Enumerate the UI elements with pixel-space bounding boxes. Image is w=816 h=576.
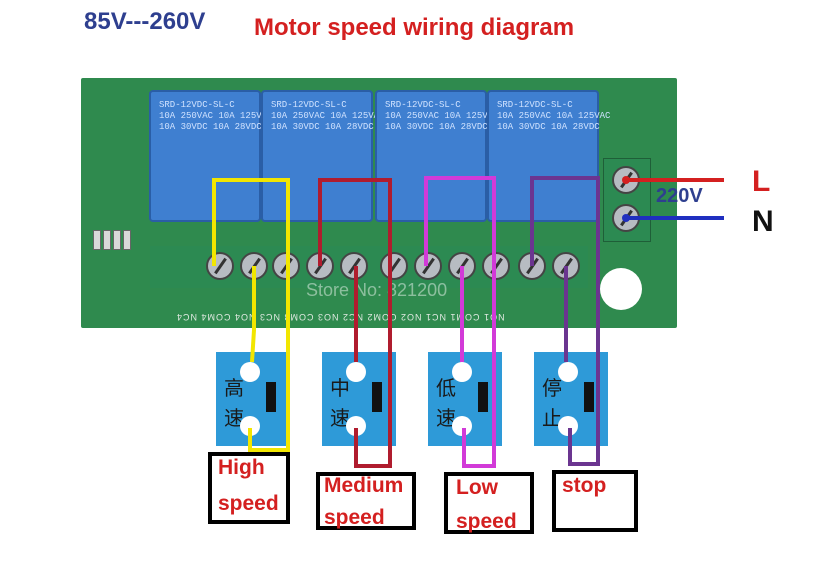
label-medium-line1: Medium	[324, 474, 404, 497]
label-box-low	[444, 472, 534, 534]
wire-low-speed	[424, 176, 496, 468]
switch-contact	[240, 362, 260, 382]
switch-char: 速	[224, 406, 244, 430]
L-wire-end	[622, 176, 630, 184]
supply-voltage-range: 85V---260V	[84, 8, 206, 35]
wire-stop	[530, 176, 600, 466]
relay-1: SRD-12VDC-SL-C 10A 250VAC 10A 125VAC 10A…	[149, 90, 272, 222]
label-low-line2: speed	[456, 510, 517, 533]
switch-medium-speed: 中 速	[322, 352, 396, 446]
mains-voltage-label: 220V	[656, 185, 703, 207]
label-high-line1: High	[218, 456, 265, 479]
mounting-hole	[600, 268, 642, 310]
switch-contact	[240, 416, 260, 436]
label-low-line1: Low	[456, 476, 498, 499]
diagram-title: Motor speed wiring diagram	[254, 14, 575, 41]
switch-low-speed: 低 速	[428, 352, 502, 446]
label-stop: stop	[562, 474, 607, 497]
switch-char: 速	[330, 406, 350, 430]
label-box-high	[208, 452, 290, 524]
switch-button-icon	[266, 382, 276, 412]
terminal-screw-no1	[206, 252, 234, 280]
switch-high-speed: 高 速	[216, 352, 290, 446]
terminal-screw-nc2	[380, 252, 408, 280]
switch-char: 高	[224, 376, 244, 400]
live-label: L	[752, 165, 771, 198]
header-pin	[103, 230, 111, 250]
wire-medium-speed	[318, 178, 392, 468]
switch-contact	[558, 416, 578, 436]
switch-char: 停	[542, 376, 562, 400]
wire-high-speed-return	[250, 266, 256, 363]
label-box-stop	[552, 470, 638, 532]
switch-char: 止	[542, 406, 562, 430]
N-wire-end	[622, 214, 630, 222]
store-watermark: Store No: 821200	[306, 280, 448, 300]
relay-3: SRD-12VDC-SL-C 10A 250VAC 10A 125VAC 10A…	[375, 90, 498, 222]
neutral-label: N	[752, 205, 774, 238]
switch-contact	[452, 362, 472, 382]
header-pin	[123, 230, 131, 250]
header-pin	[93, 230, 101, 250]
switch-button-icon	[478, 382, 488, 412]
label-high-line2: speed	[218, 492, 279, 515]
label-medium-line2: speed	[324, 506, 385, 529]
switch-contact	[452, 416, 472, 436]
switch-contact	[558, 362, 578, 382]
switch-char: 低	[436, 376, 456, 400]
relay-4: SRD-12VDC-SL-C 10A 250VAC 10A 125VAC 10A…	[487, 90, 610, 222]
switch-char: 速	[436, 406, 456, 430]
wire-high-speed	[212, 178, 290, 452]
label-box-medium	[316, 472, 416, 530]
switch-button-icon	[584, 382, 594, 412]
switch-contact	[346, 416, 366, 436]
header-pin	[113, 230, 121, 250]
switch-button-icon	[372, 382, 382, 412]
switch-contact	[346, 362, 366, 382]
relay-2: SRD-12VDC-SL-C 10A 250VAC 10A 125VAC 10A…	[261, 90, 384, 222]
switch-char: 中	[330, 376, 350, 400]
